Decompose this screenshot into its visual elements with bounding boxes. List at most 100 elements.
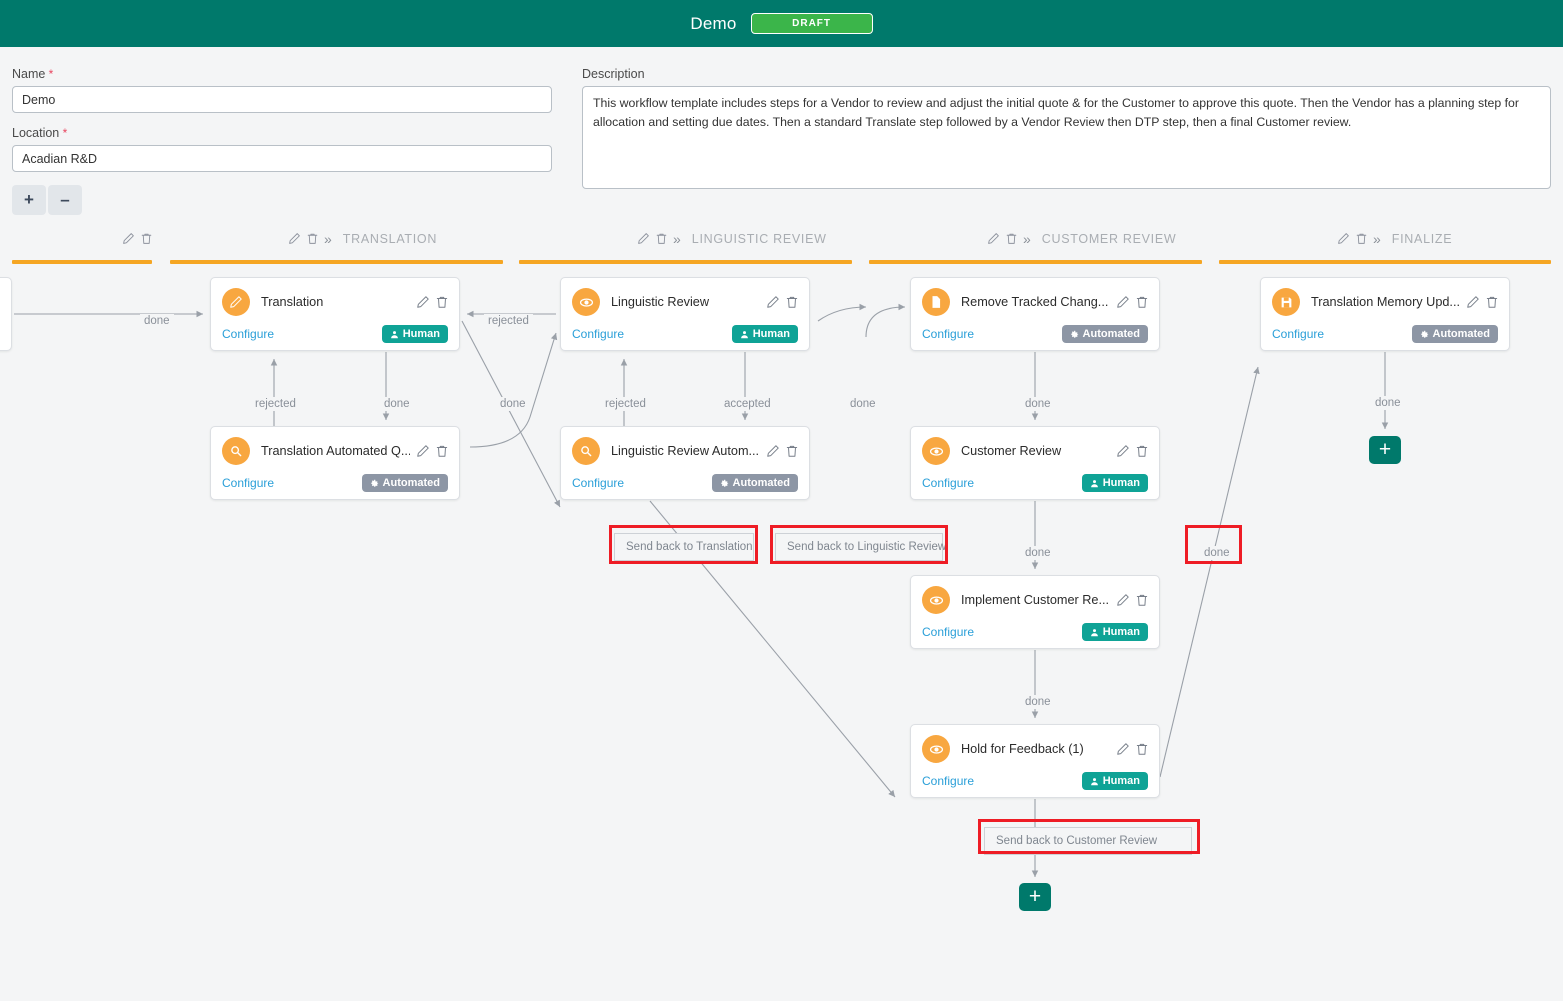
phase-delete-icon[interactable]: [1005, 232, 1018, 246]
workflow-node[interactable]: Human: [0, 277, 12, 351]
phase-start: [12, 227, 152, 277]
description-textarea[interactable]: This workflow template includes steps fo…: [582, 86, 1551, 189]
phase-rule: [12, 260, 152, 264]
node-delete-icon[interactable]: [785, 444, 798, 458]
node-mode-badge: Human: [381, 325, 448, 343]
node-delete-icon[interactable]: [435, 444, 448, 458]
node-delete-icon[interactable]: [1485, 295, 1498, 309]
node-edit-icon[interactable]: [766, 295, 779, 309]
node-footer: Configure Automated: [572, 474, 798, 492]
node-title: Translation: [261, 295, 324, 309]
edge-label: accepted: [720, 397, 775, 411]
phase-chevron-icon: »: [1373, 231, 1381, 247]
node-mode-label: Human: [1102, 477, 1140, 489]
phase-edit-icon[interactable]: [637, 232, 650, 246]
configure-link[interactable]: Configure: [222, 327, 275, 341]
node-edit-icon[interactable]: [1116, 593, 1129, 607]
phase-delete-icon[interactable]: [306, 232, 319, 246]
edge-label: rejected: [601, 397, 650, 411]
send-back-label[interactable]: Send back to Linguistic Review: [775, 533, 946, 561]
node-mode-badge: Human: [1081, 623, 1148, 641]
eye-icon: [922, 437, 950, 465]
configure-link[interactable]: Configure: [572, 476, 625, 490]
node-header: Hold for Feedback (1): [922, 734, 1148, 764]
node-header: Implement Customer Re...: [922, 585, 1148, 615]
workflow-node[interactable]: Linguistic Review Autom... Configure Autom…: [560, 426, 810, 500]
add-step-button[interactable]: +: [1019, 883, 1051, 911]
phase-edit-icon[interactable]: [122, 232, 135, 246]
node-delete-icon[interactable]: [1135, 742, 1148, 756]
node-header: Customer Review: [922, 436, 1148, 466]
node-edit-icon[interactable]: [1116, 742, 1129, 756]
node-title: Translation Memory Upd...: [1311, 295, 1460, 309]
node-delete-icon[interactable]: [1135, 444, 1148, 458]
zoom-in-button[interactable]: +: [12, 185, 46, 215]
node-delete-icon[interactable]: [435, 295, 448, 309]
node-edit-icon[interactable]: [416, 295, 429, 309]
node-header: Linguistic Review: [572, 287, 798, 317]
app-header: Demo DRAFT: [0, 0, 1563, 47]
location-input[interactable]: Acadian R&D: [12, 145, 552, 172]
phase-chevron-icon: »: [673, 231, 681, 247]
location-field-block: Location * Acadian R&D: [12, 126, 552, 172]
pencil-icon: [222, 288, 250, 316]
edge-label: done: [496, 397, 530, 411]
zoom-out-button[interactable]: –: [48, 185, 82, 215]
node-mode-badge: Human: [1081, 474, 1148, 492]
phase-rule: [1219, 260, 1551, 264]
configure-link[interactable]: Configure: [922, 625, 975, 639]
phase-edit-icon[interactable]: [1337, 232, 1350, 246]
status-badge: DRAFT: [750, 13, 873, 34]
add-step-button[interactable]: +: [1369, 436, 1401, 464]
node-delete-icon[interactable]: [1135, 295, 1148, 309]
configure-link[interactable]: Configure: [922, 327, 975, 341]
node-tools: [766, 295, 798, 309]
configure-link[interactable]: Configure: [1272, 327, 1325, 341]
node-header: Translation Memory Upd...: [1272, 287, 1498, 317]
node-edit-icon[interactable]: [766, 444, 779, 458]
node-header: Remove Tracked Chang...: [922, 287, 1148, 317]
configure-link[interactable]: Configure: [922, 774, 975, 788]
node-mode-badge: Automated: [711, 474, 798, 492]
workflow-node[interactable]: Implement Customer Re... Configure Human: [910, 575, 1160, 649]
zoom-controls: + –: [12, 185, 552, 215]
node-title: Linguistic Review Autom...: [611, 444, 760, 458]
phase-delete-icon[interactable]: [1355, 232, 1368, 246]
phase-delete-icon[interactable]: [655, 232, 668, 246]
phase-edit-icon[interactable]: [987, 232, 1000, 246]
workflow-canvas[interactable]: HumanTranslationConfigureHumanLinguistic…: [0, 277, 1563, 937]
name-input[interactable]: Demo: [12, 86, 552, 113]
required-asterisk: *: [59, 126, 68, 140]
send-back-label[interactable]: Send back to Customer Review: [984, 827, 1192, 855]
phase-delete-icon[interactable]: [140, 232, 153, 246]
edge-label: done: [140, 314, 174, 328]
send-back-label[interactable]: Send back to Translation: [614, 533, 754, 561]
node-edit-icon[interactable]: [1116, 444, 1129, 458]
configure-link[interactable]: Configure: [222, 476, 275, 490]
configure-link[interactable]: Configure: [572, 327, 625, 341]
phase-edit-icon[interactable]: [288, 232, 301, 246]
node-edit-icon[interactable]: [1466, 295, 1479, 309]
configure-link[interactable]: Configure: [922, 476, 975, 490]
node-edit-icon[interactable]: [1116, 295, 1129, 309]
node-title: Implement Customer Re...: [961, 593, 1110, 607]
name-label: Name *: [12, 67, 552, 81]
node-delete-icon[interactable]: [1135, 593, 1148, 607]
phase-bar: »TRANSLATION»LINGUISTIC REVIEW»CUSTOMER …: [0, 227, 1563, 277]
location-label: Location *: [12, 126, 552, 140]
form-left-column: Name * Demo Location * Acadian R&D + –: [12, 67, 552, 215]
node-delete-icon[interactable]: [785, 295, 798, 309]
node-header: Translation Automated Q...: [222, 436, 448, 466]
node-edit-icon[interactable]: [416, 444, 429, 458]
phase-header: [12, 227, 152, 251]
node-footer: Configure Human: [222, 325, 448, 343]
